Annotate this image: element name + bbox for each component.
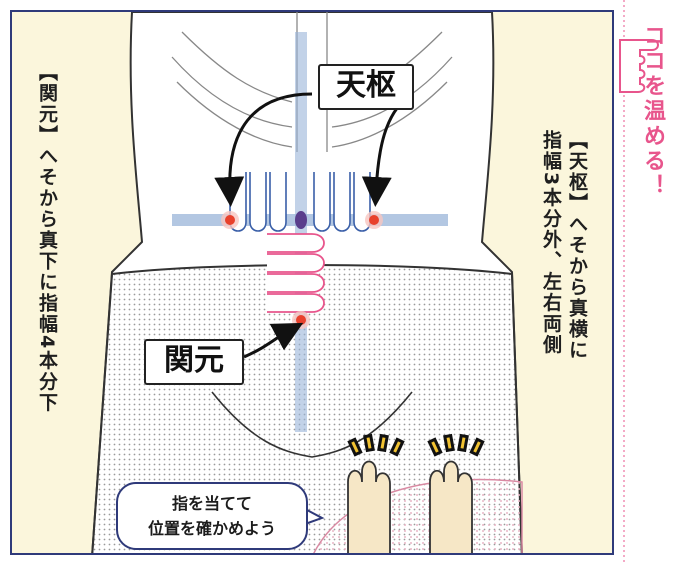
shorts	[91, 264, 523, 553]
warm-here-text: ココを温める！	[640, 24, 665, 199]
bubble-line1: 指を当てて	[171, 494, 252, 513]
label-tensu: 天枢	[318, 64, 414, 110]
motion-marks	[347, 433, 485, 457]
navel	[295, 211, 307, 229]
caption-tensu-line1: 【天枢】へそから真横に	[566, 130, 588, 361]
bubble-line2: 位置を確かめよう	[147, 519, 276, 538]
acupoint-tensu-right	[365, 211, 383, 229]
vertical-guide	[295, 32, 307, 432]
hands	[347, 460, 473, 553]
caption-tensu-line2: 指幅3本分外、左右両側	[540, 130, 562, 356]
finger-measure-vertical	[267, 233, 325, 313]
side-strip	[619, 0, 659, 563]
caption-kangen: 【関元】へそから真下に指幅4本分下	[36, 62, 58, 414]
acupoint-tensu-left	[221, 211, 239, 229]
label-kangen: 関元	[144, 339, 244, 385]
acupoint-kangen	[292, 311, 310, 329]
body-illustration	[91, 12, 523, 553]
illustration-panel: 天枢 関元 【関元】へそから真下に指幅4本分下 【天枢】へそから真横に 指幅3本…	[10, 10, 614, 555]
pointing-hand-icon	[619, 39, 659, 93]
horizontal-guide	[172, 214, 448, 226]
speech-bubble: 指を当てて 位置を確かめよう	[116, 482, 308, 550]
